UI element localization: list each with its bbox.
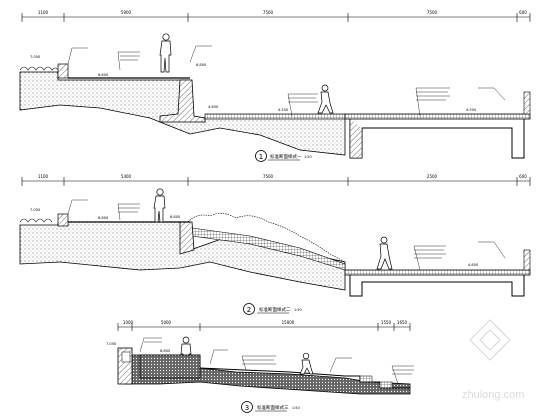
section-3-elevation-1: 7.050 [106,342,117,346]
section-3-title-number: 3 [245,404,249,412]
section-1-elevation-6: 4.500 [466,108,477,112]
section-1-human-figure [159,33,172,73]
section-2: 1100 5400 7500 2500 600 7.050 6.800 6.80… [19,174,531,315]
section-1-planter [57,63,69,79]
section-3-dim-3: 15000 [282,320,295,325]
section-3-dim-2: 5000 [161,320,172,325]
section-3-dimension-line [117,323,411,331]
section-3-dim-4: 1550 [381,320,392,325]
section-1-annotation-leaders [67,45,506,117]
section-3-elevation-2: 6.800 [160,349,171,353]
section-1-dim-2: 5900 [121,10,132,15]
section-3-scale: 1:50 [292,406,300,410]
section-2-dimension-line [21,177,531,186]
section-3-annotation-leaders [139,337,414,385]
section-2-elevation-4: 4.650 [468,263,479,267]
section-2-planter [57,213,69,227]
section-1-bridge-deck [344,113,531,120]
section-2-human-figure [153,188,166,223]
section-1-dim-3: 7500 [263,10,274,15]
section-1-dim-4: 7500 [427,10,438,15]
section-2-dim-4: 2500 [427,174,438,179]
section-1-walkway-slab [204,113,346,120]
section-1-elevation-4: 4.650 [208,105,219,109]
section-3-dim-1: 1000 [123,320,134,325]
watermark-text: zhulong.com [462,389,524,401]
section-2-elevation-1: 7.050 [30,208,41,212]
section-1: 1100 5900 7500 7500 600 7.050 6.800 [19,10,531,162]
section-1-elevation-5: 4.550 [278,108,289,112]
section-3-raised-bed [139,354,201,379]
section-1-title: 标准断面样式一 [270,153,302,160]
section-3-walking-figure [299,352,314,375]
watermark: zhulong.com [462,319,524,401]
section-2-walking-figure [376,236,393,270]
section-3-title: 标准断面样式三 [257,404,289,411]
section-3: 1000 5000 15000 1550 1650 7.050 6.800 [106,320,414,413]
section-2-annotation-leaders [67,199,506,271]
section-2-dim-3: 7500 [263,174,274,179]
section-1-elevation-2: 6.800 [98,73,109,77]
watermark-logo-icon [469,319,511,361]
section-2-title: 标准断面样式二 [259,306,291,313]
section-1-dim-1: 1100 [38,10,49,15]
section-1-dimension-line [21,13,531,22]
section-2-dim-5: 600 [519,174,527,179]
section-2-retaining-wall [179,221,195,255]
section-2-bridge-deck [344,269,531,276]
section-1-title-number: 1 [259,153,263,161]
section-3-dim-5: 1650 [397,320,408,325]
section-1-walking-figure [317,84,334,114]
section-1-elevation-1: 7.050 [30,55,41,59]
section-1-scale: 1:50 [304,155,312,159]
section-1-retaining-wall [159,79,206,123]
section-1-dim-5: 600 [519,10,527,15]
section-2-title-number: 2 [247,306,251,314]
section-1-elevation-3: 6.800 [196,63,207,67]
section-2-dim-2: 5400 [121,174,132,179]
section-2-elevation-2: 6.800 [98,216,109,220]
section-2-elevation-3: 6.800 [170,215,181,219]
section-3-human-figure [180,336,192,356]
section-2-dim-1: 1100 [38,174,49,179]
section-2-scale: 1:50 [294,308,302,312]
